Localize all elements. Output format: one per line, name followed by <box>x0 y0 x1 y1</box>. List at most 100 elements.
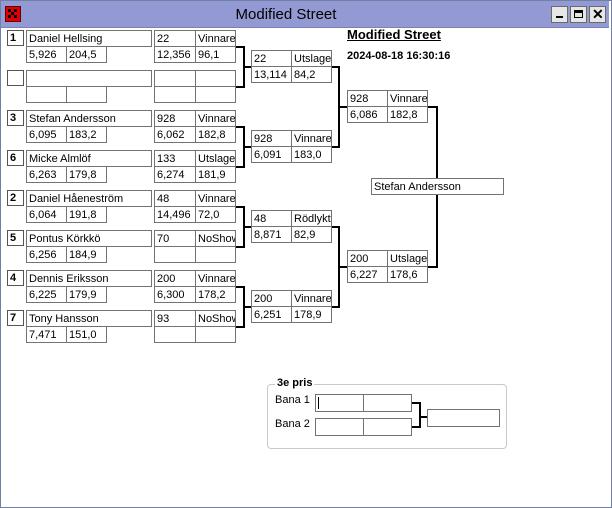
lane-1-driver-field[interactable] <box>315 394 364 412</box>
time-field[interactable] <box>154 86 196 103</box>
et-field[interactable]: 179,9 <box>66 286 107 303</box>
driver-name-field[interactable]: Daniel Hellsing <box>26 30 152 47</box>
result-field[interactable]: Vinnare <box>195 270 236 287</box>
connector-line <box>419 402 421 428</box>
et-field[interactable]: 183,2 <box>66 126 107 143</box>
result-field[interactable] <box>195 70 236 87</box>
time-field[interactable]: 8,871 <box>251 226 292 243</box>
speed-field[interactable]: 178,9 <box>291 306 332 323</box>
time-field[interactable]: 6,251 <box>251 306 292 323</box>
speed-field[interactable]: 181,9 <box>195 166 236 183</box>
et-field[interactable] <box>66 86 107 103</box>
maximize-button[interactable] <box>570 6 587 23</box>
seed-number: 2 <box>7 190 24 206</box>
et-field[interactable]: 191,8 <box>66 206 107 223</box>
time-field[interactable]: 6,300 <box>154 286 196 303</box>
result-field[interactable]: Rödlykta <box>291 210 332 227</box>
speed-field[interactable]: 182,8 <box>195 126 236 143</box>
et-field[interactable]: 204,5 <box>66 46 107 63</box>
time-field[interactable] <box>154 246 196 263</box>
title-bar: Modified Street ✕ <box>1 1 609 28</box>
time-field[interactable]: 6,091 <box>251 146 292 163</box>
car-number-field[interactable]: 70 <box>154 230 196 247</box>
result-field[interactable]: Vinnare <box>387 90 428 107</box>
reaction-time-field[interactable]: 6,263 <box>26 166 67 183</box>
car-number-field[interactable]: 928 <box>154 110 196 127</box>
et-field[interactable]: 151,0 <box>66 326 107 343</box>
car-number-field[interactable]: 200 <box>154 270 196 287</box>
lane-2-label: Bana 2 <box>275 418 310 430</box>
speed-field[interactable]: 178,2 <box>195 286 236 303</box>
speed-field[interactable]: 96,1 <box>195 46 236 63</box>
speed-field[interactable]: 183,0 <box>291 146 332 163</box>
close-button[interactable]: ✕ <box>589 6 606 23</box>
car-number-field[interactable]: 48 <box>251 210 292 227</box>
car-number-field[interactable] <box>154 70 196 87</box>
time-field[interactable]: 6,086 <box>347 106 388 123</box>
reaction-time-field[interactable] <box>26 86 67 103</box>
driver-name-field[interactable]: Stefan Andersson <box>26 110 152 127</box>
time-field[interactable]: 14,496 <box>154 206 196 223</box>
speed-field[interactable] <box>195 246 236 263</box>
car-number-field[interactable]: 93 <box>154 310 196 327</box>
seed-number: 6 <box>7 150 24 166</box>
driver-name-field[interactable]: Micke Almlöf <box>26 150 152 167</box>
result-field[interactable]: Vinnare <box>195 110 236 127</box>
third-place-winner-field[interactable] <box>427 409 500 427</box>
time-field[interactable]: 13,114 <box>251 66 292 83</box>
lane-1-time-field[interactable] <box>363 394 412 412</box>
time-field[interactable]: 6,227 <box>347 266 388 283</box>
et-field[interactable]: 179,8 <box>66 166 107 183</box>
reaction-time-field[interactable]: 6,064 <box>26 206 67 223</box>
et-field[interactable]: 184,9 <box>66 246 107 263</box>
reaction-time-field[interactable]: 7,471 <box>26 326 67 343</box>
reaction-time-field[interactable]: 5,926 <box>26 46 67 63</box>
time-field[interactable]: 12,356 <box>154 46 196 63</box>
seed-number: 7 <box>7 310 24 326</box>
result-field[interactable]: Utslagen <box>291 50 332 67</box>
bracket-line <box>332 146 339 148</box>
result-field[interactable]: Vinnare <box>195 30 236 47</box>
lane-2-driver-field[interactable] <box>315 418 364 436</box>
reaction-time-field[interactable]: 6,256 <box>26 246 67 263</box>
driver-name-field[interactable]: Tony Hansson <box>26 310 152 327</box>
speed-field[interactable]: 182,8 <box>387 106 428 123</box>
result-field[interactable]: Vinnare <box>195 190 236 207</box>
speed-field[interactable] <box>195 326 236 343</box>
lane-2-time-field[interactable] <box>363 418 412 436</box>
final-winner-field[interactable]: Stefan Andersson <box>371 178 504 195</box>
car-number-field[interactable]: 48 <box>154 190 196 207</box>
result-field[interactable]: Utslagen <box>387 250 428 267</box>
speed-field[interactable] <box>195 86 236 103</box>
bracket-line <box>428 106 437 108</box>
reaction-time-field[interactable]: 6,095 <box>26 126 67 143</box>
car-number-field[interactable]: 22 <box>251 50 292 67</box>
reaction-time-field[interactable]: 6,225 <box>26 286 67 303</box>
speed-field[interactable]: 72,0 <box>195 206 236 223</box>
speed-field[interactable]: 82,9 <box>291 226 332 243</box>
result-field[interactable]: NoShow <box>195 310 236 327</box>
minimize-button[interactable] <box>551 6 568 23</box>
car-number-field[interactable]: 928 <box>347 90 388 107</box>
bracket-line <box>243 146 251 148</box>
car-number-field[interactable]: 928 <box>251 130 292 147</box>
result-field[interactable]: NoShow <box>195 230 236 247</box>
time-field[interactable]: 6,062 <box>154 126 196 143</box>
result-field[interactable]: Vinnare <box>291 130 332 147</box>
driver-name-field[interactable]: Dennis Eriksson <box>26 270 152 287</box>
car-number-field[interactable]: 200 <box>347 250 388 267</box>
speed-field[interactable]: 178,6 <box>387 266 428 283</box>
time-field[interactable] <box>154 326 196 343</box>
car-number-field[interactable]: 22 <box>154 30 196 47</box>
car-number-field[interactable]: 133 <box>154 150 196 167</box>
driver-name-field[interactable]: Daniel Håeneström <box>26 190 152 207</box>
result-field[interactable]: Vinnare <box>291 290 332 307</box>
car-number-field[interactable]: 200 <box>251 290 292 307</box>
speed-field[interactable]: 84,2 <box>291 66 332 83</box>
driver-name-field[interactable]: Pontus Körkkö <box>26 230 152 247</box>
driver-name-field[interactable] <box>26 70 152 87</box>
result-field[interactable]: Utslagen <box>195 150 236 167</box>
connector-line <box>412 402 420 404</box>
window-title: Modified Street <box>235 6 337 23</box>
time-field[interactable]: 6,274 <box>154 166 196 183</box>
